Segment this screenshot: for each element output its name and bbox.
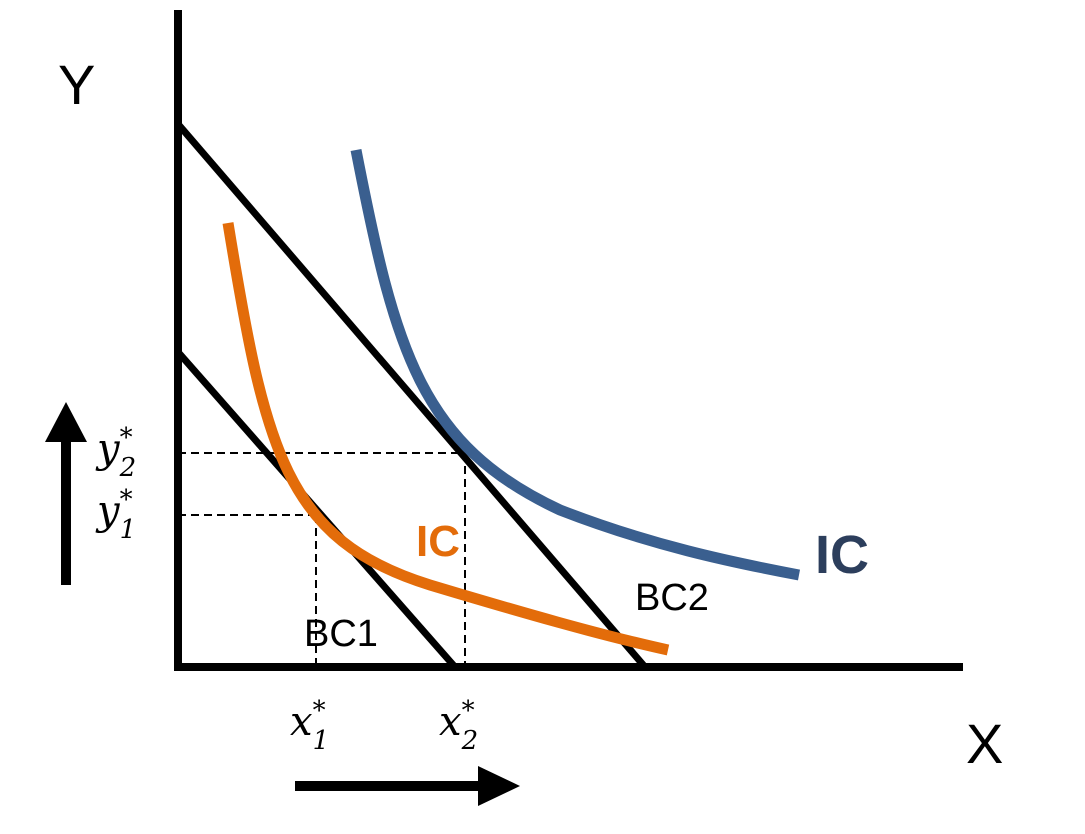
y-axis-title: Y: [58, 53, 95, 116]
indifference-curve-ic1: [222, 222, 670, 656]
indifference-curve-ic2: [350, 148, 801, 581]
ic2-label: IC: [815, 525, 869, 585]
x-axis-title: X: [966, 712, 1003, 775]
up-arrow-icon: [45, 402, 87, 585]
x1-star-label: x*1: [290, 696, 329, 756]
bc1-label: BC1: [304, 613, 378, 655]
right-arrow-icon: [295, 766, 520, 806]
x2-star-label: x*2: [439, 696, 478, 756]
ic1-label: IC: [416, 517, 460, 566]
budget-line-bc2: [175, 121, 648, 670]
y1-star-label: y*1: [95, 485, 136, 545]
bc2-label: BC2: [635, 577, 709, 619]
y2-star-label: y*2: [95, 423, 136, 483]
